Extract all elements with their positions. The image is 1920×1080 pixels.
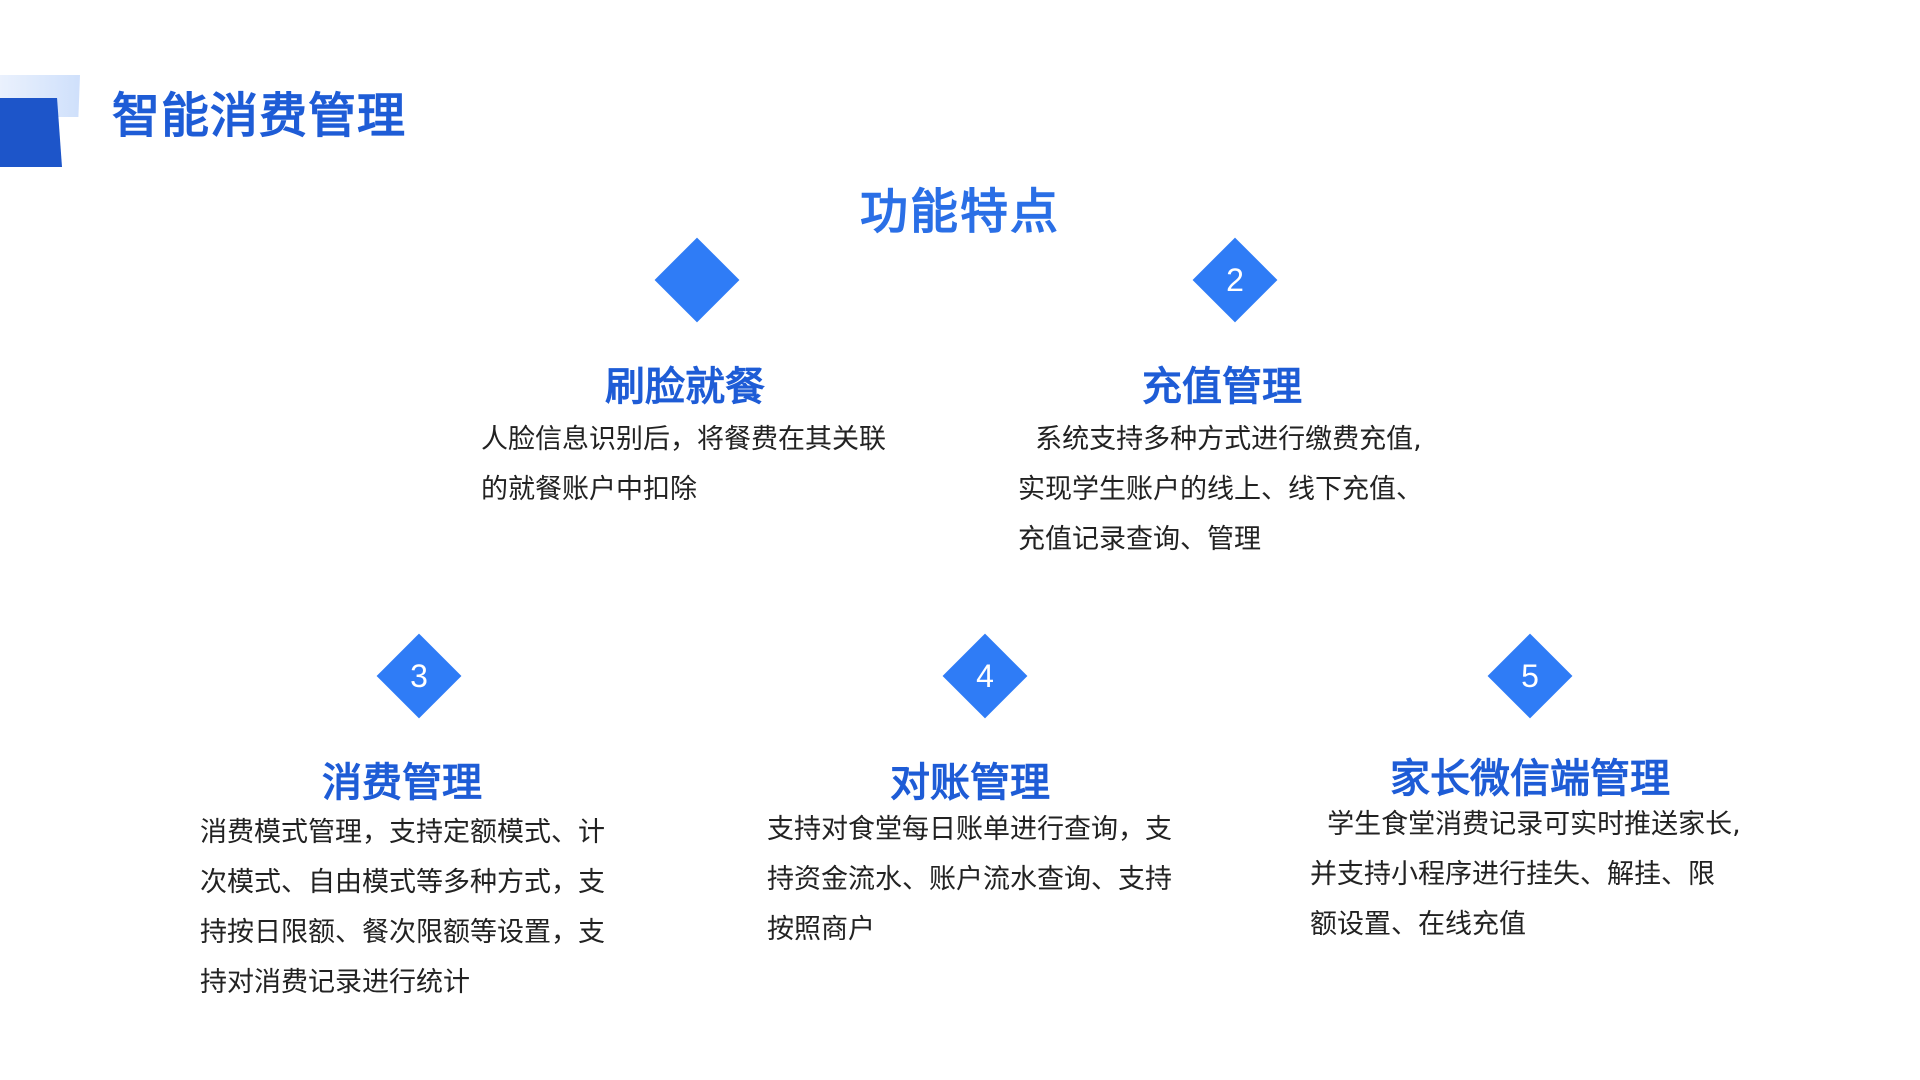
diamond-number-2: 2 bbox=[1226, 262, 1244, 298]
feature-description-2: 系统支持多种方式进行缴费充值, 实现学生账户的线上、线下充值、 充值记录查询、管… bbox=[1018, 424, 1423, 555]
feature-description-1: 人脸信息识别后，将餐费在其关联 的就餐账户中扣除 bbox=[481, 424, 886, 505]
feature-title-1: 刷脸就餐 bbox=[605, 364, 765, 410]
section-title: 功能特点 bbox=[859, 184, 1060, 240]
feature-description-5: 学生食堂消费记录可实时推送家长, 并支持小程序进行挂失、解挂、限 额设置、在线充… bbox=[1310, 809, 1741, 940]
diamond-number-4: 4 bbox=[976, 658, 994, 694]
feature-title-2: 充值管理 bbox=[1142, 364, 1302, 410]
feature-title-5: 家长微信端管理 bbox=[1390, 756, 1670, 802]
feature-title-3: 消费管理 bbox=[322, 760, 482, 806]
diamond-number-5: 5 bbox=[1521, 658, 1539, 694]
diamond-number-3: 3 bbox=[410, 658, 428, 694]
feature-description-4: 支持对食堂每日账单进行查询，支 持资金流水、账户流水查询、支持 按照商户 bbox=[767, 814, 1172, 945]
diamond-number-1 bbox=[655, 238, 739, 322]
feature-title-4: 对账管理 bbox=[890, 760, 1050, 806]
page-title: 智能消费管理 bbox=[112, 88, 407, 144]
feature-description-3: 消费模式管理，支持定额模式、计 次模式、自由模式等多种方式，支 持按日限额、餐次… bbox=[200, 817, 605, 998]
header-decoration-dark bbox=[0, 98, 62, 167]
